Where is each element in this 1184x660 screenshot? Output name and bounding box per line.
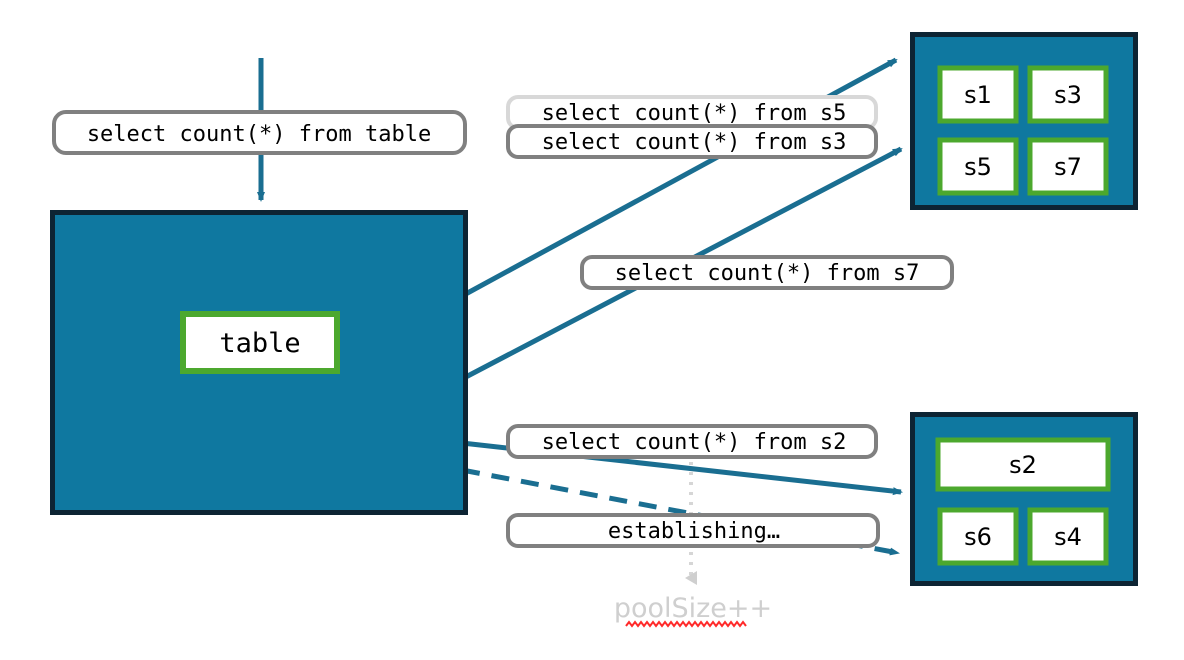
connection-s3-box [1027, 65, 1109, 124]
connection-s4-label: s4 [1054, 523, 1082, 551]
connection-s5-label: s5 [964, 153, 992, 181]
table-item-label: table [219, 328, 300, 359]
connection-s1-label: s1 [964, 81, 992, 109]
connection-s7-box [1027, 137, 1109, 196]
connection-s7[interactable]: s7 [1027, 137, 1109, 196]
label-query-s3-text: select count(*) from s3 [542, 130, 847, 155]
connection-s6-label: s6 [964, 523, 992, 551]
connection-s7-label: s7 [1054, 153, 1082, 181]
label-query-s7-box [580, 255, 954, 290]
label-query-s5-text: select count(*) from s5 [542, 101, 847, 126]
label-establishing[interactable]: establishing… [506, 513, 880, 548]
connection-s1-box [937, 65, 1019, 124]
label-query-s2-text: select count(*) from s2 [542, 430, 847, 455]
label-query-s2-box [506, 424, 878, 459]
table-item-box [180, 311, 340, 374]
note-poolsize-text: poolSize++ [614, 593, 772, 624]
label-query-s3-box [506, 124, 878, 159]
note-poolsize: poolSize++ [614, 593, 772, 628]
connection-s6-box [937, 507, 1019, 566]
label-query-table-box [52, 110, 467, 155]
label-query-s7[interactable]: select count(*) from s7 [580, 255, 954, 290]
connection-s2[interactable]: s2 [935, 437, 1111, 492]
connection-s4[interactable]: s4 [1027, 507, 1109, 566]
connection-s3-label: s3 [1054, 81, 1082, 109]
spellcheck-underline-icon [625, 620, 747, 628]
connection-s1[interactable]: s1 [937, 65, 1019, 124]
label-query-s5[interactable]: select count(*) from s5 [506, 95, 878, 130]
table-item[interactable]: table [180, 311, 340, 374]
label-query-table-text: select count(*) from table [87, 122, 431, 147]
pool-bottom[interactable]: s2 s6 s4 [910, 412, 1138, 586]
connection-s2-label: s2 [1009, 451, 1037, 479]
label-query-s2[interactable]: select count(*) from s2 [506, 424, 878, 459]
label-query-table[interactable]: select count(*) from table [52, 110, 467, 155]
connection-s4-box [1027, 507, 1109, 566]
connection-s2-box [935, 437, 1111, 492]
connection-s5-box [937, 137, 1019, 196]
label-query-s3[interactable]: select count(*) from s3 [506, 124, 878, 159]
label-establishing-text: establishing… [608, 519, 780, 544]
table-pool[interactable]: table [50, 210, 468, 515]
connection-s5[interactable]: s5 [937, 137, 1019, 196]
pool-top[interactable]: s1 s3 s5 s7 [910, 32, 1138, 210]
connection-s3[interactable]: s3 [1027, 65, 1109, 124]
connection-s6[interactable]: s6 [937, 507, 1019, 566]
label-query-s7-text: select count(*) from s7 [615, 261, 920, 286]
label-establishing-box [506, 513, 880, 548]
